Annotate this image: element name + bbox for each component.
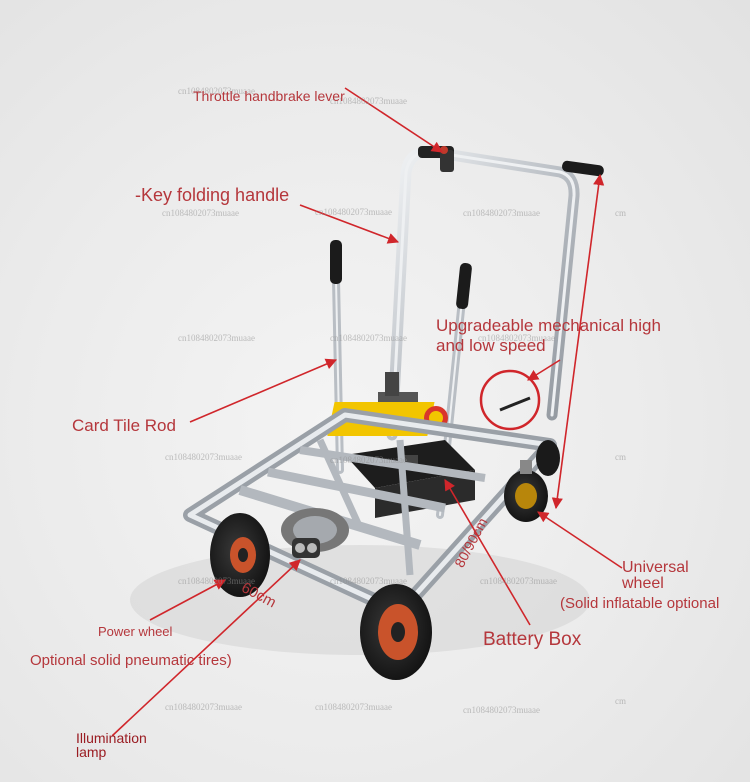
speed-switch-circle — [479, 369, 541, 431]
arrow-throttle — [344, 87, 443, 153]
label-power-wheel: Power wheel — [98, 624, 173, 639]
callout-arrows — [111, 87, 623, 737]
watermark: cm — [615, 452, 626, 462]
cart-frame — [183, 408, 557, 619]
label-battery-box: Battery Box — [483, 629, 582, 650]
universal-wheel — [504, 460, 548, 522]
throttle-lever — [418, 146, 454, 172]
label-universal-line3: (Solid inflatable optional — [560, 595, 720, 612]
watermark: cn1084802073muaae — [178, 333, 255, 343]
arrow-card-tile — [189, 358, 338, 423]
arrow-universal — [537, 511, 623, 569]
watermark: cn1084802073muaae — [315, 702, 392, 712]
watermark: cn1084802073muaae — [480, 576, 557, 586]
watermark: cn1084802073muaae — [165, 702, 242, 712]
label-upgrade-line2: and low speed — [436, 336, 546, 355]
watermark: cn1084802073muaae — [162, 208, 239, 218]
watermark: cn1084802073muaae — [330, 455, 407, 465]
power-wheel-left — [210, 513, 270, 597]
watermark: cn1084802073muaae — [330, 333, 407, 343]
arrow-battery — [444, 479, 531, 626]
watermark: cn1084802073muaae — [165, 452, 242, 462]
arrow-folding — [299, 204, 400, 244]
label-universal-line2: wheel — [622, 575, 664, 592]
watermark: cn1084802073muaae — [463, 705, 540, 715]
arrow-lamp — [111, 559, 301, 737]
label-throttle-lever: Throttle handbrake lever — [193, 88, 345, 104]
label-lamp-line2: lamp — [76, 744, 107, 760]
watermark: cn1084802073muaae — [178, 86, 255, 96]
dimension-lines — [551, 173, 605, 510]
label-folding-handle: -Key folding handle — [135, 185, 290, 205]
battery-box — [345, 440, 475, 518]
front-wheel-right — [360, 584, 432, 680]
label-universal-line1: Universal — [622, 559, 689, 576]
rear-left-wheel — [536, 440, 560, 476]
label-card-tile-rod: Card Tile Rod — [72, 416, 176, 435]
watermark: cn1084802073muaae — [478, 333, 555, 343]
watermark: cn1084802073muaae — [330, 576, 407, 586]
watermark: cm — [615, 208, 626, 218]
watermark: cm — [615, 696, 626, 706]
motor-assembly — [281, 508, 349, 558]
arrow-power-wheel — [149, 579, 226, 621]
arrow-upgrade — [527, 359, 561, 381]
watermark: cn1084802073muaae — [178, 576, 255, 586]
watermark: cn1084802073muaae — [315, 207, 392, 217]
watermark: cn1084802073muaae — [330, 96, 407, 106]
handle-grip-right — [562, 160, 604, 177]
label-upgrade-line1: Upgradeable mechanical high — [436, 316, 661, 335]
watermark: cn1084802073muaae — [463, 208, 540, 218]
label-lamp-line1: Illumination — [76, 730, 147, 746]
label-optional-tires: Optional solid pneumatic tires) — [30, 652, 232, 669]
